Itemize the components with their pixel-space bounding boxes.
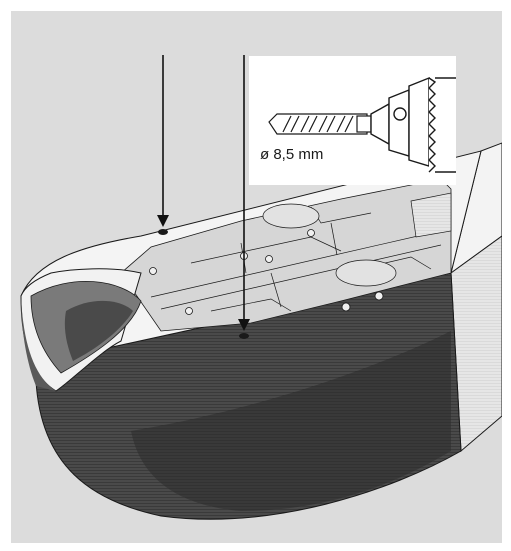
arrow-down-icon-right (238, 55, 250, 331)
end-cap (20, 268, 142, 392)
inner-panel (120, 178, 452, 332)
drill-chuck-icon (370, 76, 456, 173)
arrow-down-icon-left (157, 55, 169, 227)
drill-diameter-label: ø 8,5 mm (260, 146, 324, 163)
housing-body (450, 142, 502, 453)
drill-marks (158, 229, 249, 339)
drill-bit-icon (268, 113, 372, 135)
lower-shell-shadow (131, 331, 451, 511)
drill-callout: ø 8,5 mm (249, 56, 456, 185)
housing-illustration (20, 55, 502, 520)
illustration-frame: ø 8,5 mm (11, 11, 502, 543)
inner-structure (150, 192, 452, 312)
